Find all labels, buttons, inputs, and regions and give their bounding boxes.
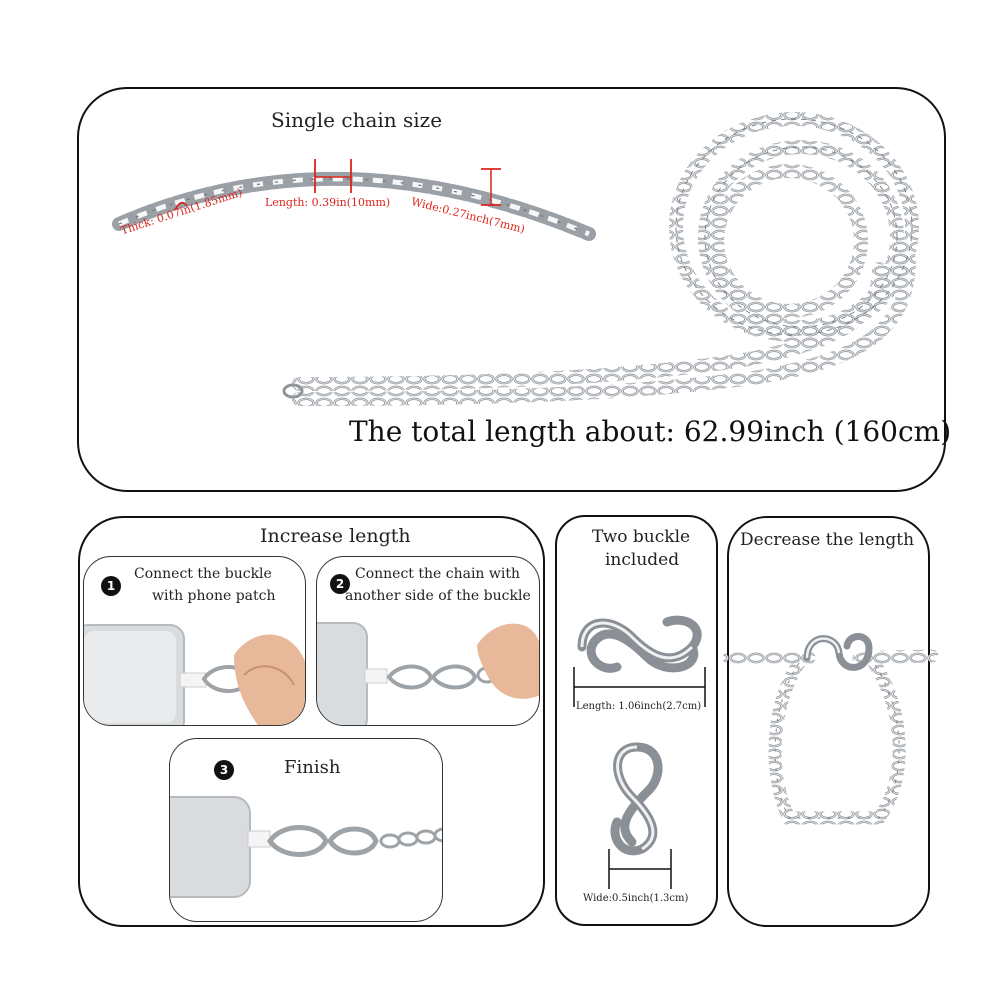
- decrease-length-title: Decrease the length: [740, 530, 915, 550]
- step2-badge: 2: [330, 574, 350, 594]
- buckle-vertical-image: [610, 742, 663, 856]
- step3-photo: [170, 796, 442, 898]
- step3-badge: 3: [214, 760, 234, 780]
- single-chain-image: [112, 171, 596, 241]
- buckle-wide-dimension: [608, 849, 672, 889]
- buckle-panel: Two buckle included Length: 1.06inch(2.7…: [555, 515, 718, 926]
- single-chain-title: Single chain size: [271, 108, 443, 132]
- step1-card: 1 Connect the buckle with phone patch: [83, 556, 306, 726]
- step2-text-line1: Connect the chain with: [355, 566, 521, 582]
- increase-length-panel: Increase length 1 Connect the buckle wit…: [78, 516, 545, 927]
- increase-length-title: Increase length: [260, 525, 411, 547]
- buckle-horizontal-image: [577, 615, 702, 673]
- step1-text-line1: Connect the buckle: [134, 566, 272, 582]
- step1-photo: [84, 624, 305, 725]
- chain-size-panel: Single chain size Thick: 0.07in(1.85mm) …: [77, 87, 951, 492]
- step3-text: Finish: [284, 757, 341, 778]
- buckle-title-line1: Two buckle: [592, 527, 691, 547]
- step2-card: 2 Connect the chain with another side of…: [316, 556, 540, 726]
- step1-text-line2: with phone patch: [152, 588, 276, 604]
- step1-badge: 1: [101, 576, 121, 596]
- total-length-text: The total length about: 62.99inch (160cm…: [349, 415, 952, 448]
- buckle-title-line2: included: [605, 550, 680, 570]
- step2-photo: [317, 622, 539, 725]
- length-marker: [314, 159, 352, 193]
- decrease-length-panel: Decrease the length: [722, 516, 939, 927]
- buckle-length-label: Length: 1.06inch(2.7cm): [576, 701, 702, 712]
- wide-marker: [481, 168, 501, 206]
- step3-card: 3 Finish: [169, 738, 443, 922]
- coiled-chain-image: [282, 112, 919, 406]
- step2-text-line2: another side of the buckle: [345, 588, 531, 604]
- buckle-length-dimension: [573, 667, 706, 707]
- thick-marker: [174, 201, 188, 211]
- length-label: Length: 0.39in(10mm): [265, 196, 391, 209]
- decrease-chain-image: [722, 633, 939, 825]
- buckle-wide-label: Wide:0.5inch(1.3cm): [583, 893, 689, 904]
